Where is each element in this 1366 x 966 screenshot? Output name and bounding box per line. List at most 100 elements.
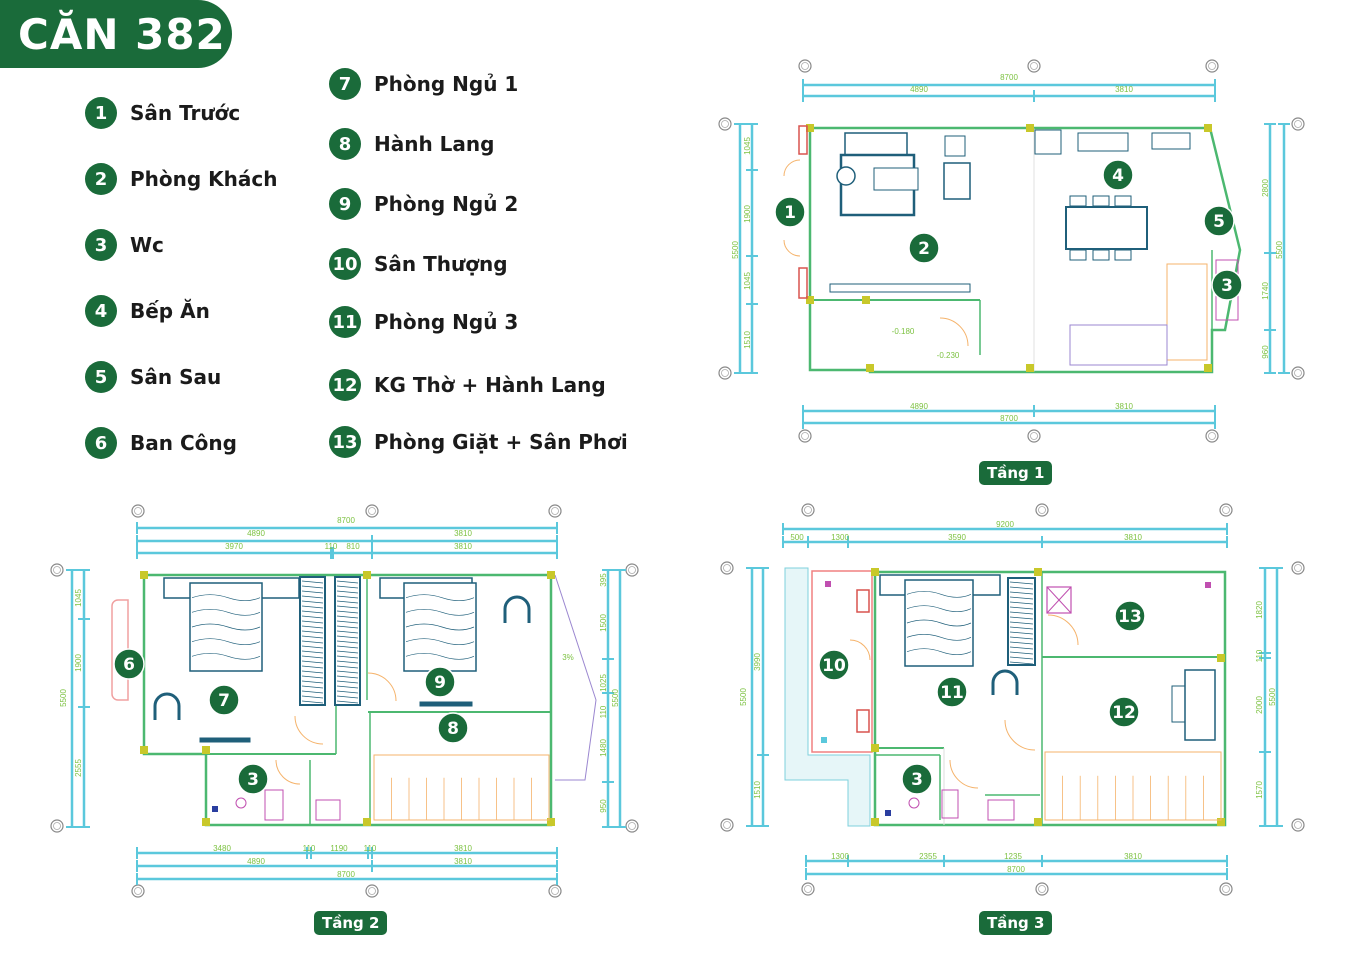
- dimension-label: 2355: [919, 852, 937, 861]
- legend-number-badge: 5: [85, 361, 117, 393]
- wardrobe-hanger: [1009, 631, 1034, 635]
- wardrobe-hanger: [336, 595, 359, 599]
- dimension-label: 4890: [910, 402, 928, 411]
- dining-table: [1065, 206, 1148, 250]
- axis-marker: [50, 819, 64, 833]
- wardrobe-hanger: [1009, 606, 1034, 610]
- wardrobe-hanger: [301, 630, 324, 634]
- legend-number-badge: 13: [329, 426, 361, 458]
- structural-column: [866, 364, 874, 372]
- dimension-label: 5500: [611, 689, 620, 707]
- structural-column: [1026, 364, 1034, 372]
- dimension-label: 3480: [213, 844, 231, 853]
- dimension-label: 3810: [454, 542, 472, 551]
- wardrobe-hanger: [336, 580, 359, 584]
- dimension-label: 1570: [1255, 781, 1264, 799]
- structural-column: [1034, 568, 1042, 576]
- wardrobe-hanger: [336, 615, 359, 619]
- axis-marker-inner: [801, 432, 809, 440]
- room-number-marker: 10: [818, 649, 850, 681]
- dimension-label: 110: [303, 844, 316, 853]
- wardrobe-hanger: [301, 640, 324, 644]
- bed-sheet-line: [906, 648, 972, 656]
- dimension-label: 1045: [74, 589, 83, 607]
- structural-column: [1217, 818, 1225, 826]
- legend-number-badge: 12: [329, 369, 361, 401]
- drain-marker: [825, 581, 831, 587]
- room-number: 1: [784, 203, 796, 223]
- structural-column: [202, 746, 210, 754]
- bed-sheet-line: [405, 638, 475, 646]
- drain: [885, 810, 891, 816]
- wardrobe-hanger: [301, 665, 324, 669]
- wardrobe-hanger: [1009, 636, 1034, 640]
- bed-sheet-line: [191, 638, 261, 646]
- axis-marker-inner: [721, 120, 729, 128]
- room-number-marker: 2: [908, 232, 940, 264]
- axis-marker-inner: [551, 887, 559, 895]
- wardrobe-hanger: [336, 675, 359, 679]
- axis-marker: [1219, 882, 1233, 896]
- wardrobe-hanger: [301, 645, 324, 649]
- axis-marker-inner: [804, 885, 812, 893]
- wardrobe-hanger: [301, 650, 324, 654]
- dimension-label: 1300: [831, 533, 849, 542]
- dimension-label: 8700: [337, 516, 355, 525]
- room-number-marker: 13: [1114, 600, 1146, 632]
- dimension-label: 1235: [1004, 852, 1022, 861]
- bed: [403, 582, 477, 672]
- legend-number-badge: 3: [85, 229, 117, 261]
- dimension-label: 8700: [1000, 73, 1018, 82]
- wardrobe-hanger: [1009, 621, 1034, 625]
- dimension-label: 1900: [74, 654, 83, 672]
- legend-number-badge: 9: [329, 188, 361, 220]
- room-number-circle: [818, 649, 850, 681]
- wardrobe-hanger: [301, 585, 324, 589]
- washing-machine-x: [1046, 586, 1072, 614]
- wardrobe-hanger: [336, 605, 359, 609]
- bed-sheet-line: [405, 594, 475, 602]
- dimension-label: 110: [364, 844, 377, 853]
- washing-machine: [1046, 586, 1072, 614]
- structural-column: [1204, 124, 1212, 132]
- axis-marker: [718, 366, 732, 380]
- sofa: [844, 132, 908, 156]
- axis-marker-inner: [1030, 432, 1038, 440]
- legend-number-badge: 4: [85, 295, 117, 327]
- axis-marker: [1219, 503, 1233, 517]
- dimension-label: 3590: [948, 533, 966, 542]
- axis-marker: [548, 504, 562, 518]
- bed-sheet-line: [906, 605, 972, 613]
- room-number-circle: [1108, 696, 1140, 728]
- dimension-label: 3970: [225, 542, 243, 551]
- room-number-marker: 5: [1203, 205, 1235, 237]
- room-number: 4: [1112, 166, 1124, 186]
- wardrobe-hanger: [301, 670, 324, 674]
- plant-icon: [836, 166, 856, 186]
- structural-column: [363, 818, 371, 826]
- dimension-label: 1045: [743, 137, 752, 155]
- wardrobe-hanger: [336, 640, 359, 644]
- wardrobe-hanger: [301, 610, 324, 614]
- room-number-circle: [424, 666, 456, 698]
- legend-number-badge: 10: [329, 248, 361, 280]
- room-number: 10: [822, 656, 846, 676]
- bed: [189, 582, 263, 672]
- window: [856, 589, 870, 613]
- dimension-label: 1480: [599, 739, 608, 757]
- structural-column: [363, 571, 371, 579]
- legend-number-badge: 6: [85, 427, 117, 459]
- dimension-label: 1025: [599, 674, 608, 692]
- dimension-label: 3810: [454, 857, 472, 866]
- wardrobe-hanger: [1009, 656, 1034, 660]
- axis-marker: [1205, 59, 1219, 73]
- chair: [153, 692, 181, 720]
- dimension-label: 3810: [1124, 852, 1142, 861]
- structural-column: [862, 296, 870, 304]
- door-swing: [849, 614, 1079, 789]
- wardrobe-hanger: [1009, 616, 1034, 620]
- axis-marker: [1291, 366, 1305, 380]
